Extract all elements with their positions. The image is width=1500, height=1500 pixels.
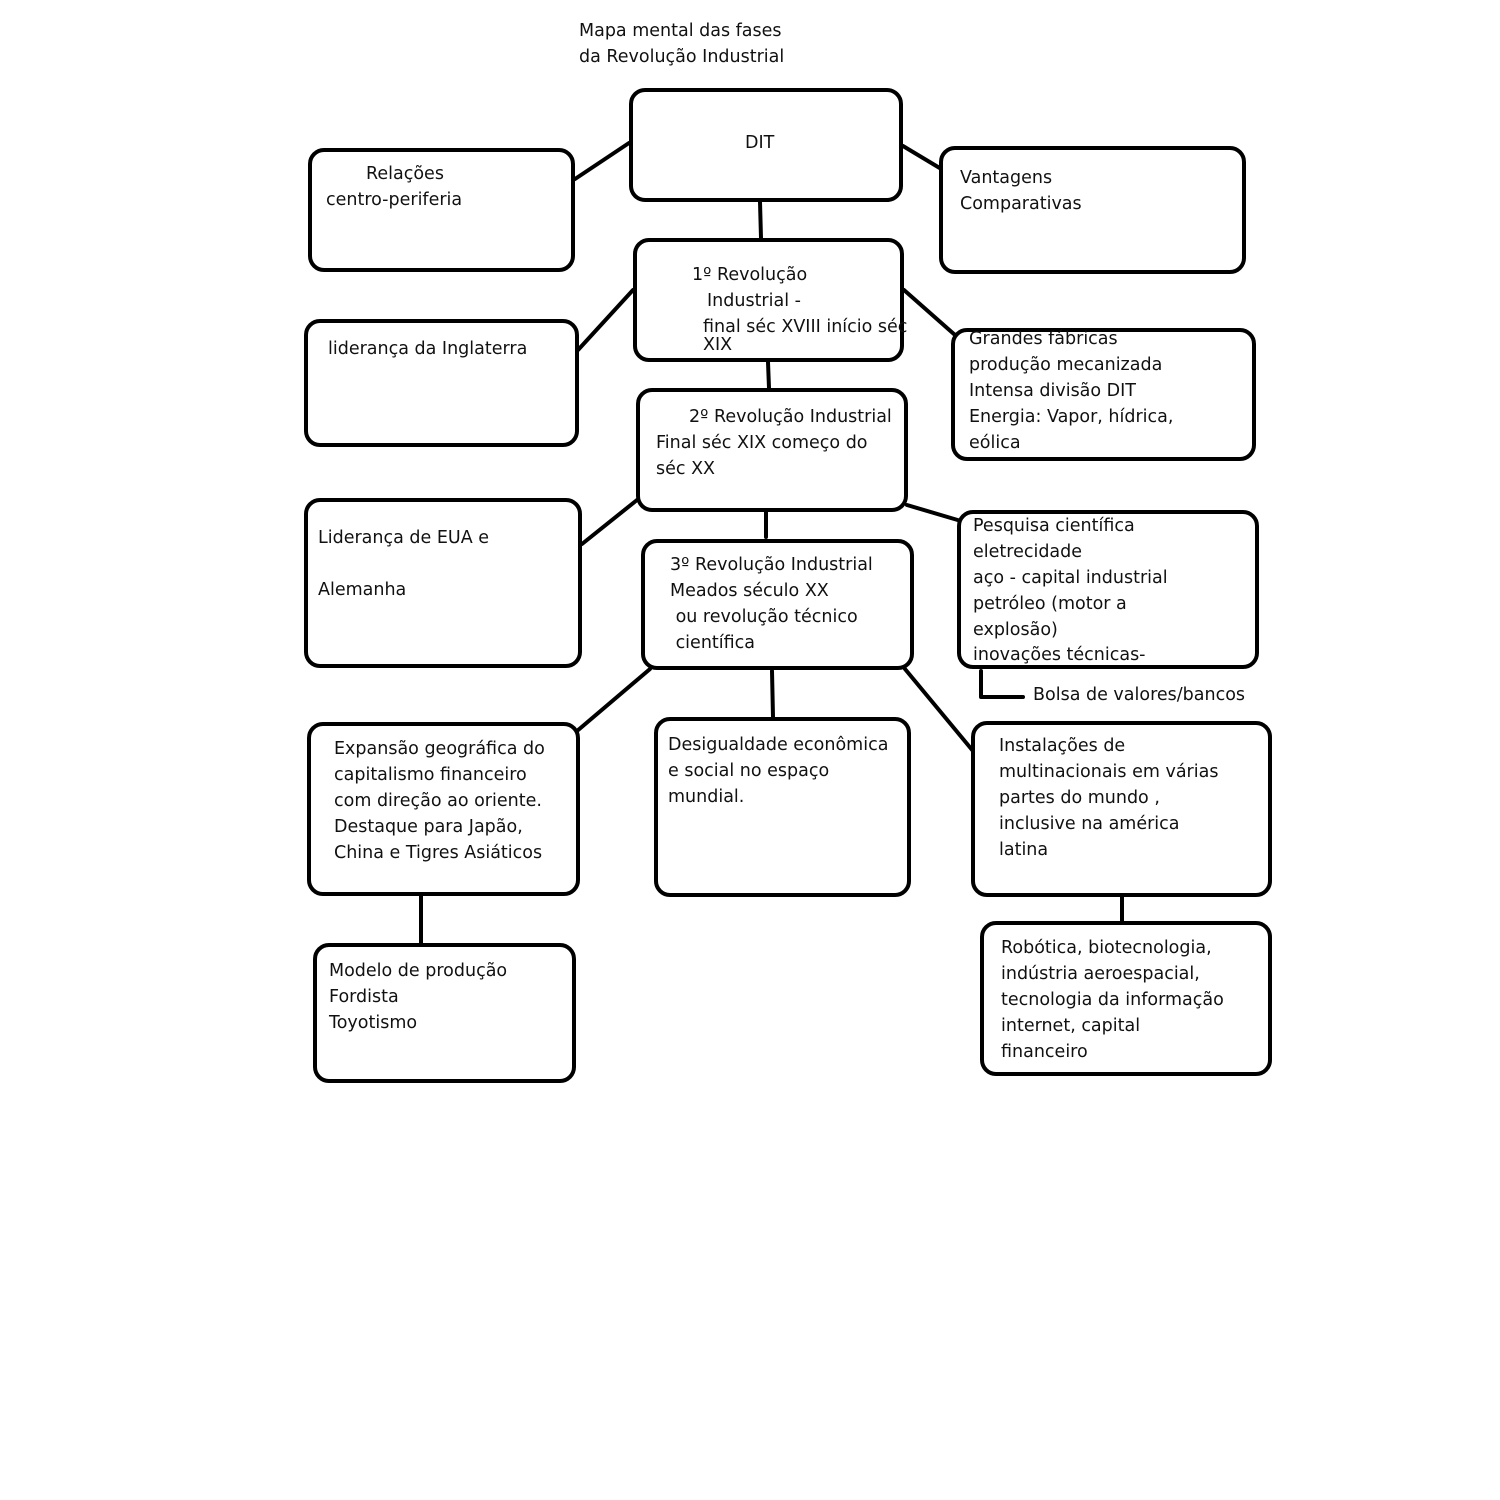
- node-robotica-text: Robótica, biotecnologia, indústria aeroe…: [1001, 938, 1224, 1062]
- connector-rev1-inglaterra: [576, 288, 635, 352]
- node-inglaterra: [304, 319, 579, 447]
- node-modelo-text: Modelo de produção Fordista Toyotismo: [329, 961, 508, 1033]
- node-dit: [629, 88, 903, 202]
- diagram-title: Mapa mental das fases da Revolução Indus…: [579, 21, 785, 67]
- connector-dit-rev1: [758, 200, 763, 240]
- connector-dit-vantagens: [901, 144, 945, 172]
- node-pesquisa-text: Pesquisa científica eletrecidade aço - c…: [973, 516, 1168, 665]
- node-fabricas: [951, 328, 1256, 461]
- node-instalacoes-text: Instalações de multinacionais em várias …: [999, 736, 1219, 860]
- node-expansao: [307, 722, 580, 896]
- node-rev1-text: 1º Revolução Industrial - final séc XVII…: [692, 265, 908, 355]
- connector-rev2-eua: [580, 498, 639, 546]
- node-rev2: [636, 388, 908, 512]
- node-eua-text: Liderança de EUA e Alemanha: [318, 528, 490, 600]
- connector-rev1-fabricas: [902, 288, 957, 337]
- node-modelo: [313, 943, 576, 1083]
- node-desigualdade-text: Desigualdade econômica e social no espaç…: [668, 735, 889, 807]
- node-rev3: [641, 539, 914, 670]
- node-rev2-text: 2º Revolução Industrial Final séc XIX co…: [656, 407, 892, 479]
- connector-rev1-rev2: [766, 360, 771, 390]
- node-expansao-text: Expansão geográfica do capitalismo finan…: [334, 739, 545, 863]
- connector-pesquisa-bolsa: [979, 669, 1025, 699]
- connector-rev2-pesquisa: [905, 503, 963, 523]
- connector-rev3-desigualdade: [770, 669, 775, 719]
- connector-rev3-expansao: [575, 667, 652, 733]
- node-fabricas-text: Grandes fábricas produção mecanizada Int…: [969, 329, 1174, 453]
- node-vantagens-text: Vantagens Comparativas: [960, 168, 1082, 214]
- node-robotica: [980, 921, 1272, 1076]
- node-dit-text: DIT: [745, 133, 775, 153]
- connector-rev3-instalacoes: [903, 667, 975, 753]
- node-inglaterra-text: liderança da Inglaterra: [328, 339, 528, 359]
- node-rev3-text: 3º Revolução Industrial Meados século XX…: [670, 555, 873, 653]
- node-eua: [304, 498, 582, 668]
- node-pesquisa: [957, 510, 1259, 669]
- node-bolsa-text: Bolsa de valores/bancos: [1033, 685, 1246, 705]
- node-relacoes-text: Relações centro-periferia: [326, 164, 463, 210]
- node-instalacoes: [971, 721, 1272, 897]
- node-relacoes: [308, 148, 575, 272]
- connector-dit-relacoes: [573, 141, 631, 181]
- node-desigualdade: [654, 717, 911, 897]
- node-rev1: [633, 238, 904, 362]
- node-vantagens: [939, 146, 1246, 274]
